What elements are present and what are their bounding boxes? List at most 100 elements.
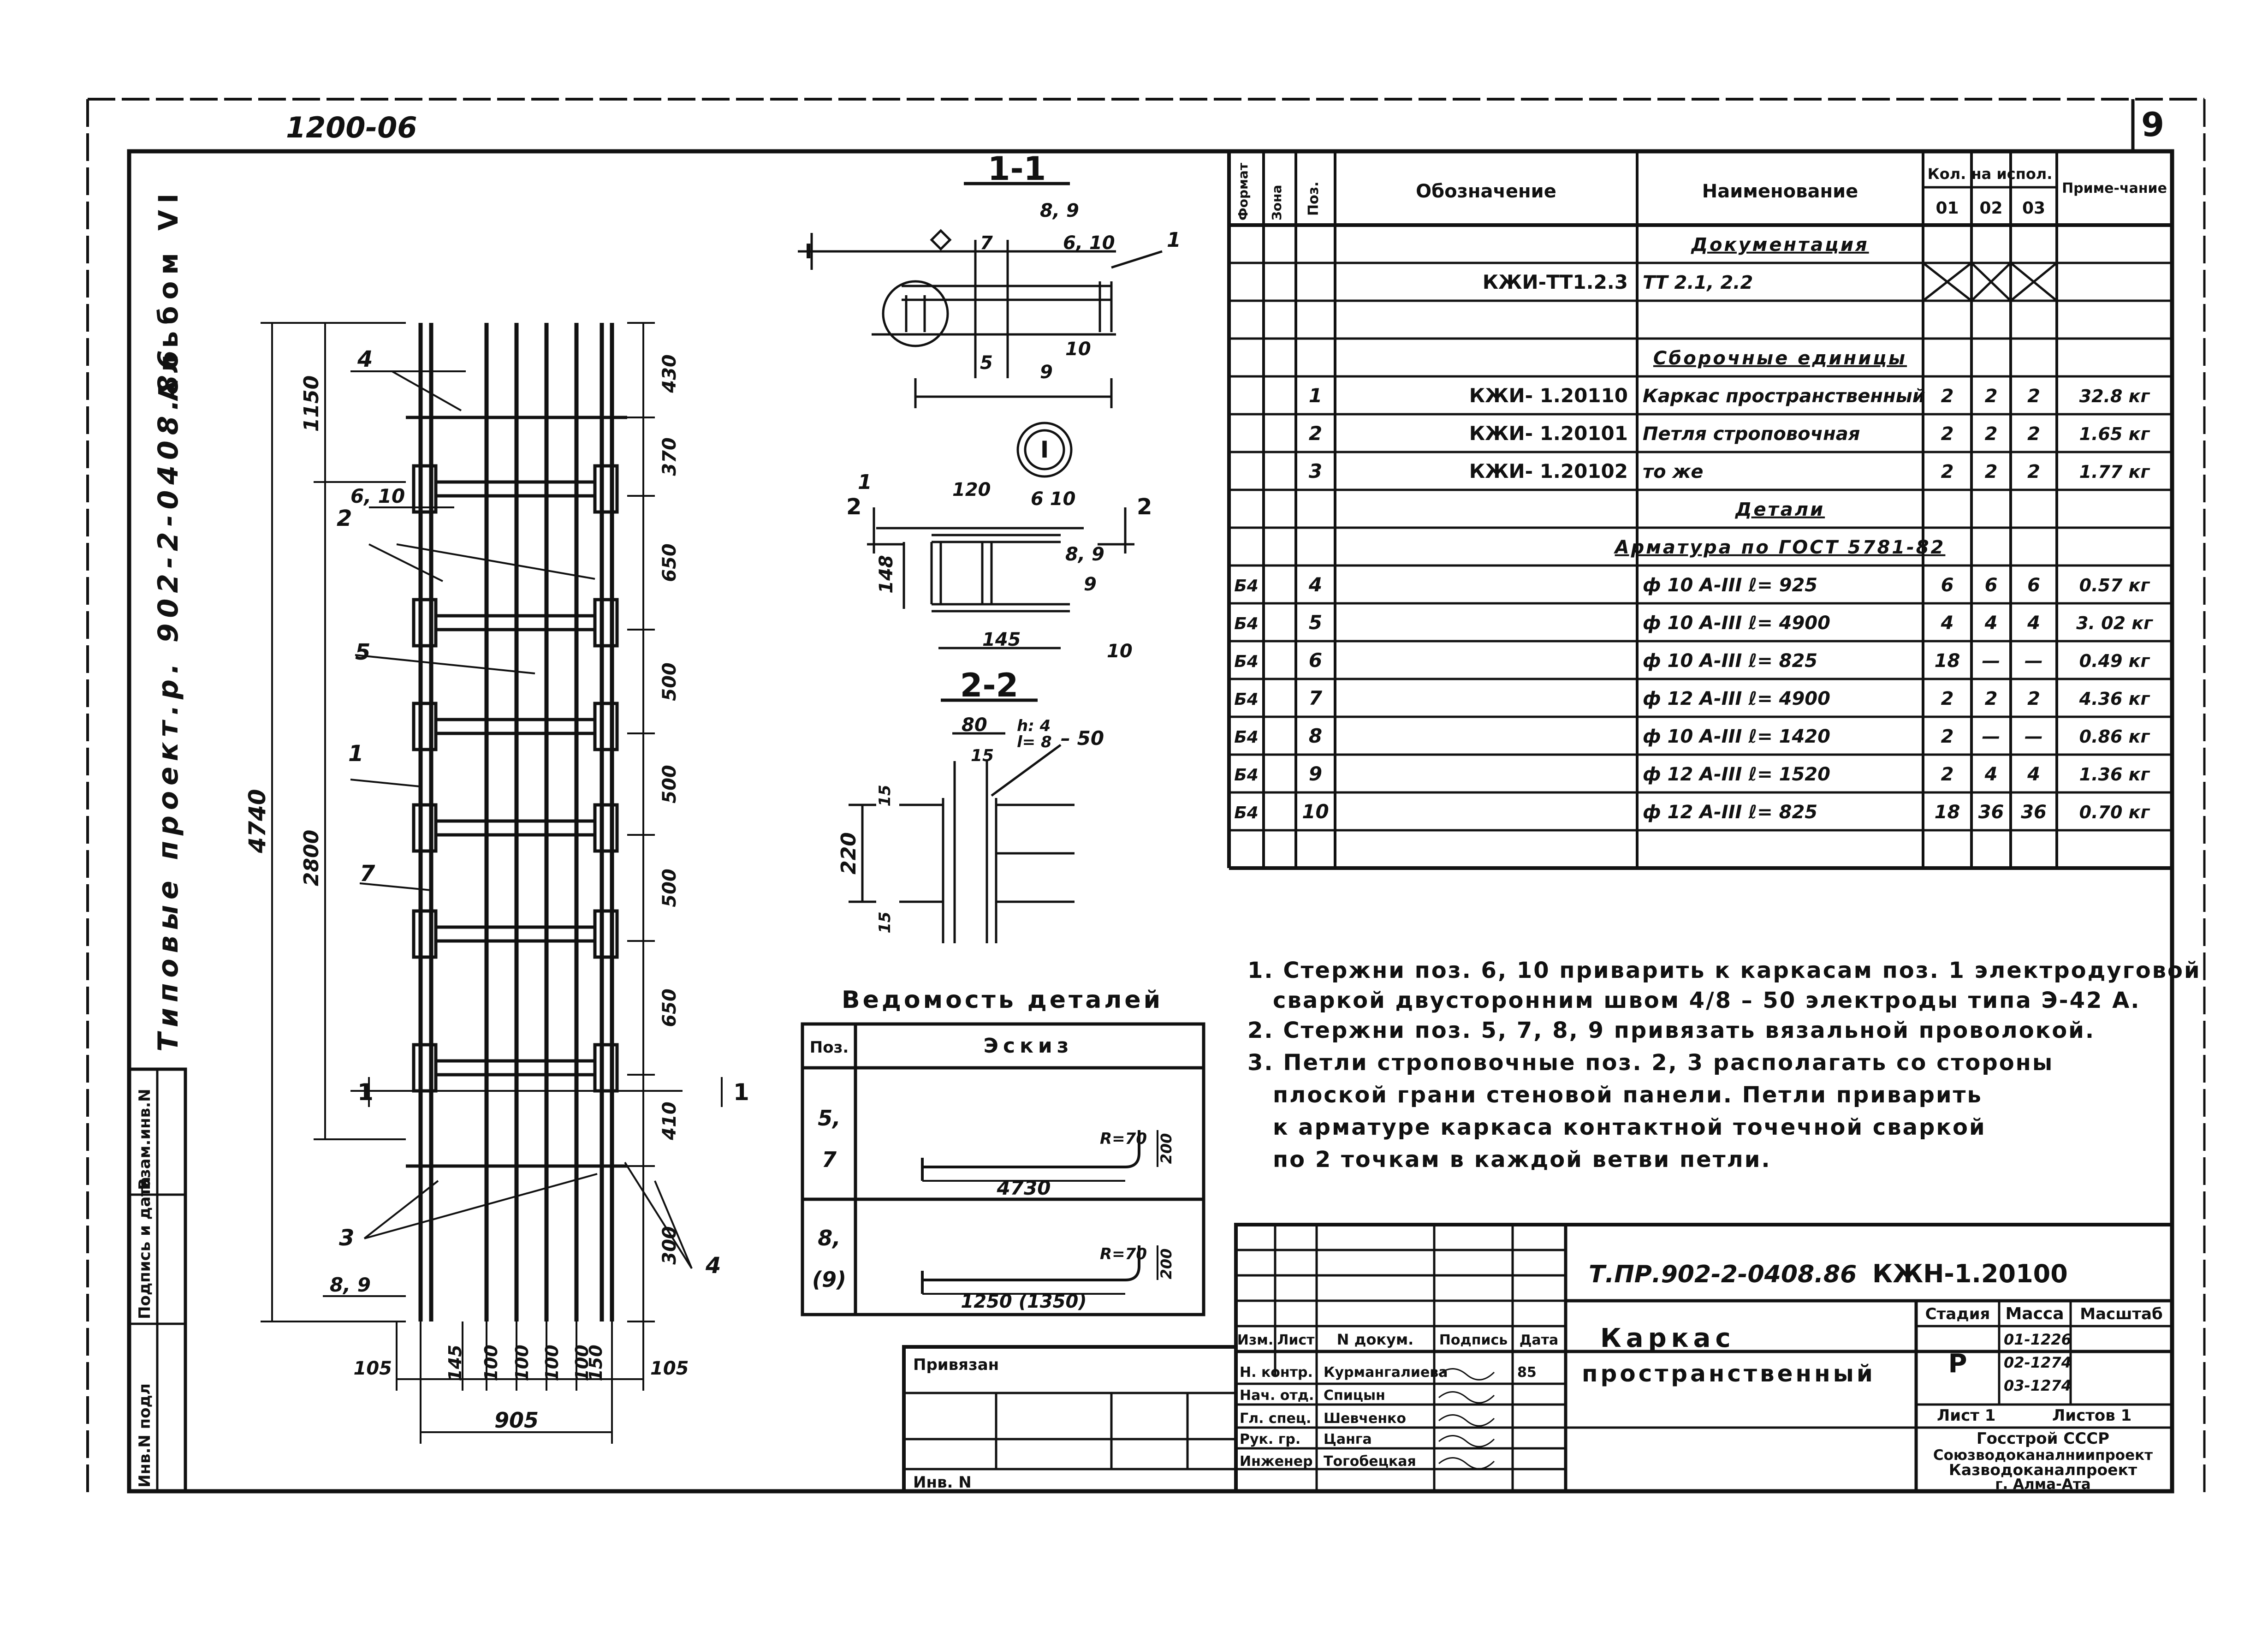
spec-row-qty: 6 xyxy=(1941,575,1954,596)
tb-org-1: Госстрой СССР xyxy=(1977,1429,2109,1448)
spec-row-qty: 2 xyxy=(1985,386,1998,407)
tb-inv: Инв. N xyxy=(913,1473,972,1492)
spec-row-format: Б4 xyxy=(1234,728,1259,747)
spec-row-name: ф 12 А-III ℓ= 825 xyxy=(1643,802,1817,823)
elev-pos-6-10: 6, 10 xyxy=(350,485,405,507)
spec-row-qty: 4 xyxy=(1984,764,1998,785)
spec-row-designation: КЖИ- 1.20110 xyxy=(1469,384,1628,407)
s22-15b: 15 xyxy=(876,911,894,933)
tb-title-1: Каркас xyxy=(1600,1323,1735,1353)
spec-head-note: Приме-чание xyxy=(2062,180,2167,196)
spec-row-name: ф 10 А-III ℓ= 1420 xyxy=(1643,726,1830,747)
spec-head-q03: 03 xyxy=(2022,199,2045,218)
details-col-pos: Поз. xyxy=(810,1038,849,1057)
section-2-2 xyxy=(849,698,1075,943)
spec-row-qty: 18 xyxy=(1935,802,1960,823)
stamp-podpis: Подпись и дата xyxy=(136,1177,154,1319)
note-line-5: плоской грани стеновой панели. Петли при… xyxy=(1273,1082,1983,1108)
left-stamp xyxy=(127,1067,187,1493)
tb-mass-02: 02-1274 xyxy=(2004,1354,2072,1371)
nodeI-148: 148 xyxy=(876,555,897,594)
project-caption: Типовые проект.р. 902-2-0408.86 xyxy=(152,345,184,1052)
details-row1-radius: R=70 xyxy=(1100,1130,1147,1148)
s22-220: 220 xyxy=(837,832,861,875)
signature xyxy=(1438,1368,1495,1381)
spec-head-name: Наименование xyxy=(1702,181,1858,202)
tb-mass-03: 03-1274 xyxy=(2004,1377,2072,1394)
note-line-6: к арматуре каркаса контактной точечной с… xyxy=(1273,1114,1986,1140)
tb-org-2: Союзводоканалниипроект xyxy=(1933,1447,2153,1464)
nodeI-1: 1 xyxy=(858,470,872,494)
tb-person-name: Тогобецкая xyxy=(1324,1453,1416,1470)
spec-row-note: 0.57 кг xyxy=(2079,575,2150,595)
spec-row-qty: — xyxy=(2025,726,2043,747)
nodeI-8-9: 8, 9 xyxy=(1065,544,1104,565)
tb-scale-label: Масштаб xyxy=(2080,1305,2162,1323)
spec-row-note: 3. 02 кг xyxy=(2076,613,2153,633)
s22-15-top: 15 xyxy=(971,746,994,765)
spec-row-note: 1.65 кг xyxy=(2079,424,2150,444)
elev-pos-4: 4 xyxy=(357,346,373,372)
s11-label-1: 1 xyxy=(1167,228,1181,252)
spec-row-qty: 2 xyxy=(1941,461,1954,482)
tb-stage: Р xyxy=(1948,1349,1967,1379)
s11-label-9: 9 xyxy=(1040,362,1053,383)
note-line-2: сваркой двусторонним швом 4/8 – 50 элект… xyxy=(1273,988,2140,1013)
spec-row-qty: 2 xyxy=(2027,423,2040,445)
dim-1150: 1150 xyxy=(300,375,323,432)
dim-b150: 150 xyxy=(586,1345,606,1381)
tb-title-2: пространственный xyxy=(1582,1360,1876,1387)
tb-sheet: Лист 1 xyxy=(1937,1406,1995,1425)
spec-row-qty: 2 xyxy=(1985,688,1998,709)
elev-pos-7: 7 xyxy=(360,861,375,887)
s11-label-10: 10 xyxy=(1065,339,1091,360)
spec-row-note: 1.77 кг xyxy=(2079,462,2150,482)
spec-row-pos: 6 xyxy=(1309,649,1322,672)
stamp-inv-podl: Инв.N подл xyxy=(136,1383,154,1488)
details-row2-pos-a: 8, xyxy=(818,1226,840,1250)
dim-500c: 500 xyxy=(659,869,680,907)
section-2-2-title: 2-2 xyxy=(960,667,1018,704)
tb-head-ndoc: N докум. xyxy=(1337,1331,1414,1348)
details-row1-pos-b: 7 xyxy=(822,1147,837,1172)
dim-b100b: 100 xyxy=(512,1345,532,1381)
dim-905: 905 xyxy=(494,1408,539,1433)
spec-row-name: ТТ 2.1, 2.2 xyxy=(1643,272,1753,293)
spec-row-note: 32.8 кг xyxy=(2079,386,2150,406)
spec-row-qty: 4 xyxy=(1941,613,1954,634)
elev-pos-4b: 4 xyxy=(705,1253,721,1279)
tb-head-izm: Изм. xyxy=(1237,1332,1273,1348)
nodeI-10: 10 xyxy=(1107,641,1133,662)
sheet-number: 9 xyxy=(2141,105,2164,144)
tb-mass-label: Масса xyxy=(2005,1304,2064,1323)
tb-person-name: Спицын xyxy=(1324,1387,1385,1404)
spec-row-qty: 2 xyxy=(1941,726,1954,747)
details-row2-pos-b: (9) xyxy=(812,1267,846,1292)
tb-doc-code: КЖН-1.20100 xyxy=(1872,1259,2068,1288)
dim-b105b: 105 xyxy=(650,1358,689,1379)
dim-2800: 2800 xyxy=(300,830,323,886)
spec-row-qty: 2 xyxy=(1941,764,1954,785)
signature xyxy=(1438,1391,1495,1404)
s22-weld-l: l= 8 xyxy=(1017,733,1052,751)
spec-row-note: 1.36 кг xyxy=(2079,764,2150,785)
tb-person-name: Шевченко xyxy=(1324,1411,1406,1427)
spec-row-qty: 2 xyxy=(1941,386,1954,407)
spec-row-format: Б4 xyxy=(1234,690,1259,709)
spec-row-note: 0.86 кг xyxy=(2079,726,2150,747)
signature xyxy=(1438,1414,1495,1427)
spec-row-pos: 7 xyxy=(1309,687,1323,709)
spec-row-name: то же xyxy=(1643,461,1704,482)
tb-person-role: Гл. спец. xyxy=(1240,1411,1311,1427)
dim-650a: 650 xyxy=(659,543,680,582)
note-line-7: по 2 точкам в каждой ветви петли. xyxy=(1273,1147,1771,1173)
spec-row-qty: 2 xyxy=(2027,386,2040,407)
details-row2-radius: R=70 xyxy=(1100,1245,1147,1263)
tb-stage-label: Стадия xyxy=(1925,1305,1990,1323)
spec-row-pos: 9 xyxy=(1309,762,1322,785)
spec-row-qty: — xyxy=(2025,650,2043,672)
signature xyxy=(1438,1457,1495,1470)
tb-head-podpis: Подпись xyxy=(1439,1332,1508,1348)
